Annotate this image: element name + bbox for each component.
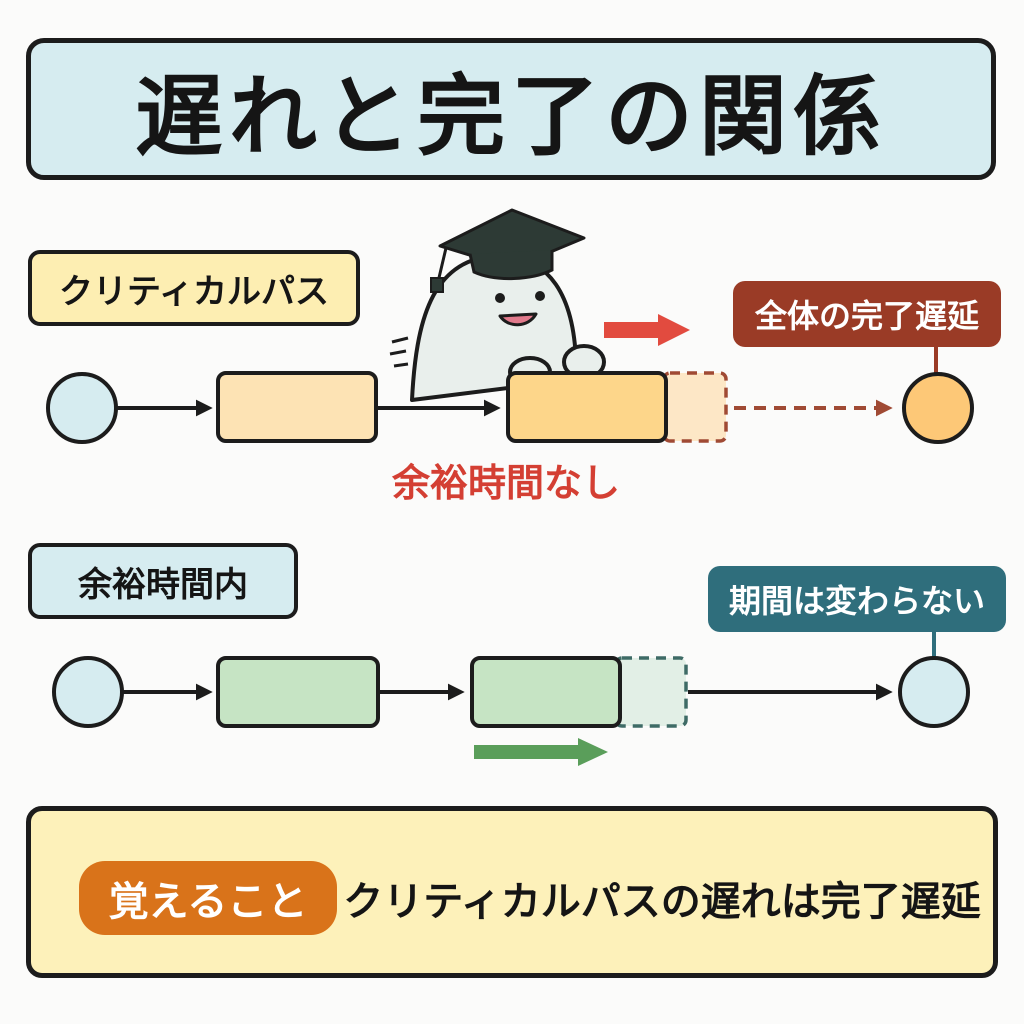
summary-text: クリティカルパスの遅れは完了遅延 — [343, 879, 981, 925]
summary-tag: 覚えること — [79, 861, 337, 935]
green-arrow-icon — [474, 738, 608, 766]
critical-path-label: クリティカルパス — [28, 250, 360, 326]
critical-end-node — [902, 372, 974, 444]
critical-start-node — [46, 372, 118, 444]
title-box: 遅れと完了の関係 — [26, 38, 996, 180]
unchanged-callout: 期間は変わらない — [708, 566, 1006, 632]
critical-path-row — [46, 208, 974, 444]
graduation-cap-icon — [430, 208, 586, 293]
critical-task-2 — [506, 371, 668, 443]
float-task-2-slack-extension — [614, 656, 688, 728]
float-path-label: 余裕時間内 — [28, 543, 298, 619]
page-title: 遅れと完了の関係 — [134, 64, 887, 168]
delay-callout: 全体の完了遅延 — [733, 281, 1001, 347]
critical-task-2-delay-extension — [662, 371, 728, 443]
summary-box: 覚えること クリティカルパスの遅れは完了遅延 — [26, 806, 998, 978]
red-arrow-icon — [604, 314, 690, 346]
float-start-node — [52, 656, 124, 728]
float-end-node — [898, 656, 970, 728]
float-task-1 — [216, 656, 380, 728]
critical-task-1 — [216, 371, 378, 443]
float-task-2 — [470, 656, 622, 728]
float-path-row — [52, 631, 970, 766]
no-float-note: 余裕時間なし — [392, 461, 621, 505]
